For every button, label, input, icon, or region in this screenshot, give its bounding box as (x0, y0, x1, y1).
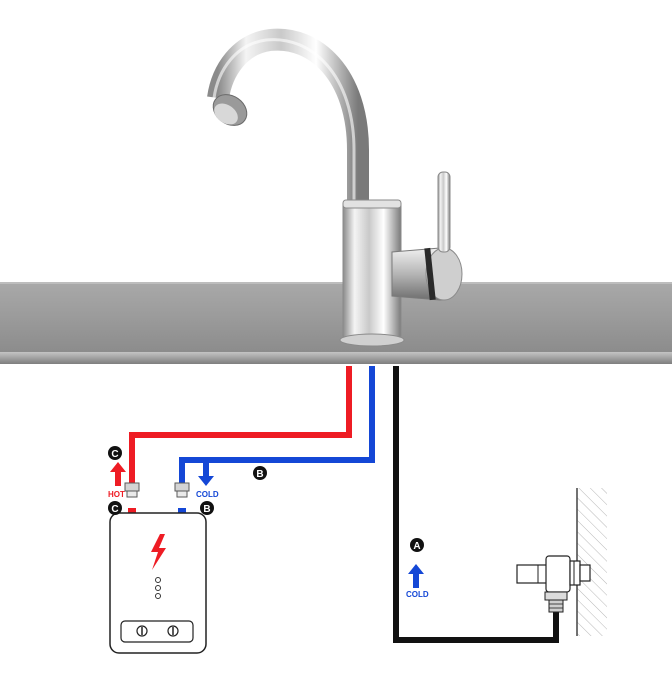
arrow-up-icon (110, 462, 126, 486)
faucet-lever (437, 171, 451, 253)
lightning-icon (151, 534, 166, 570)
supply-pipe (393, 366, 559, 643)
countertop (0, 282, 672, 364)
cold-water-pipe-heater (179, 366, 375, 483)
badge-a: A (410, 538, 424, 552)
heater-control-panel (120, 620, 194, 643)
svg-text:B: B (256, 469, 263, 480)
svg-text:C: C (111, 449, 118, 460)
badge-b-upper: B (253, 466, 267, 480)
cold-label-heater: COLD (196, 490, 219, 499)
indicator-dot-3 (155, 593, 161, 599)
faucet-base (339, 333, 405, 347)
heater-fittings (124, 482, 190, 514)
badge-b-lower: B (200, 501, 214, 515)
hot-water-pipe (129, 366, 352, 483)
hot-label: HOT (108, 490, 125, 499)
indicator-dot-2 (155, 585, 161, 591)
angle-valve (516, 555, 591, 613)
svg-text:B: B (203, 504, 210, 515)
badge-c-lower: C (108, 501, 122, 515)
wall (576, 488, 607, 636)
svg-text:C: C (111, 504, 118, 515)
indicator-dot-1 (155, 577, 161, 583)
arrow-down-icon (198, 462, 214, 486)
faucet (207, 28, 463, 347)
arrow-up-icon-supply (408, 564, 424, 588)
water-heater (109, 512, 207, 654)
badge-c-upper: C (108, 446, 122, 460)
cold-label-supply: COLD (406, 590, 429, 599)
svg-text:A: A (413, 541, 420, 552)
